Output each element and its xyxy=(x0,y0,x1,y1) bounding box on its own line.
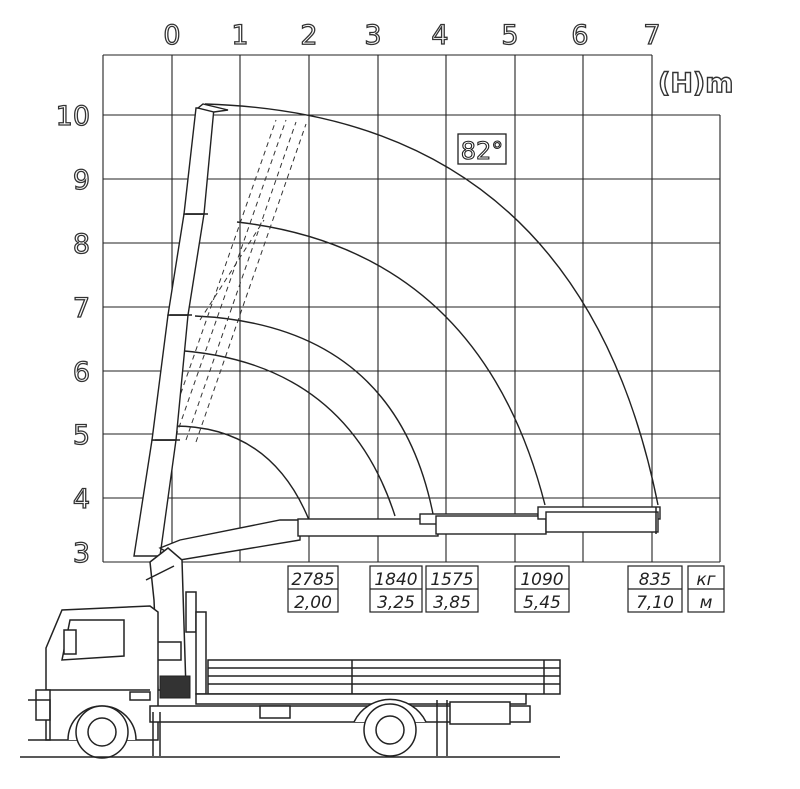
reach-value: 5,45 xyxy=(523,593,561,613)
y-axis-ticks: 10 9 8 7 6 5 4 3 xyxy=(55,100,91,569)
x-tick: 7 xyxy=(643,20,660,51)
x-tick: 5 xyxy=(501,20,518,51)
reach-arcs xyxy=(171,103,659,521)
x-axis-ticks: 0 1 2 3 4 5 6 7 xyxy=(163,19,661,51)
load-value: 2785 xyxy=(291,570,334,590)
boom-dashed-positions xyxy=(165,119,307,443)
x-tick: 0 xyxy=(163,20,180,51)
load-value: 1840 xyxy=(374,570,417,590)
chassis xyxy=(149,700,531,756)
vertical-boom xyxy=(133,103,229,557)
reach-arc-5 xyxy=(204,103,659,506)
y-tick: 7 xyxy=(73,293,90,324)
load-value: 1090 xyxy=(520,570,563,590)
reach-value: 7,10 xyxy=(636,593,674,613)
y-tick: 8 xyxy=(73,229,90,260)
reach-unit: м xyxy=(700,593,713,613)
x-tick: 6 xyxy=(571,20,588,51)
wheel-front xyxy=(67,705,137,759)
horizontal-boom xyxy=(158,506,661,561)
reach-arc-4 xyxy=(236,221,546,506)
boom-angle-label: 82° xyxy=(461,137,504,165)
reach-arc-3 xyxy=(194,315,434,515)
y-tick: 3 xyxy=(73,538,90,569)
reach-arc-1 xyxy=(171,425,310,521)
y-tick: 10 xyxy=(56,101,90,132)
reach-value: 3,85 xyxy=(433,593,471,613)
y-tick: 4 xyxy=(73,484,90,515)
load-value: 835 xyxy=(639,570,671,590)
x-tick: 2 xyxy=(300,20,317,51)
cargo-deck xyxy=(195,611,561,705)
boom-angle-badge: 82° xyxy=(457,133,507,166)
crane-column xyxy=(145,547,197,699)
load-unit: кг xyxy=(696,570,715,590)
cabin xyxy=(28,605,159,741)
x-tick: 4 xyxy=(431,20,448,51)
wheel-rear xyxy=(353,698,427,757)
y-tick: 9 xyxy=(73,165,90,196)
reach-value: 3,25 xyxy=(377,593,415,613)
load-table: 2785 2,00 1840 3,25 1575 3,85 1090 5,45 … xyxy=(287,565,725,613)
height-unit-label: (H)m xyxy=(658,68,733,99)
truck xyxy=(20,547,561,759)
reach-arc-2 xyxy=(171,349,396,517)
y-tick: 5 xyxy=(73,420,90,451)
load-value: 1575 xyxy=(430,570,473,590)
x-tick: 3 xyxy=(364,20,381,51)
y-tick: 6 xyxy=(73,357,90,388)
reach-value: 2,00 xyxy=(294,593,332,613)
x-tick: 1 xyxy=(231,20,248,51)
